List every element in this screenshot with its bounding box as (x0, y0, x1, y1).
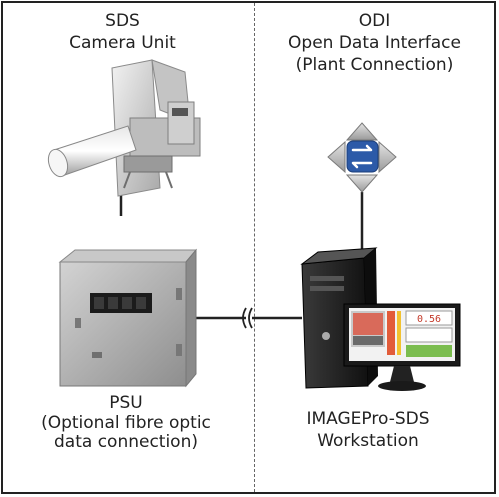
workstation-image: 0.56 (300, 247, 461, 391)
label-odi: ODI Open Data Interface (Plant Connectio… (262, 10, 487, 76)
label-workstation-line2: Workstation (317, 431, 419, 451)
label-workstation-line1: IMAGEPro-SDS (306, 409, 430, 429)
label-odi-line2: Open Data Interface (288, 33, 461, 53)
psu-enclosure-image (58, 248, 198, 388)
label-sds-camera-unit: SDS Camera Unit (20, 10, 225, 54)
label-odi-line3: (Plant Connection) (295, 55, 454, 75)
section-divider (254, 3, 255, 492)
label-psu-line3: data connection) (54, 432, 198, 452)
link-break-icon (242, 307, 253, 329)
camera-unit-image (47, 59, 201, 197)
label-sds-line1: SDS (105, 11, 140, 31)
screen-readout: 0.56 (417, 314, 441, 325)
label-odi-line1: ODI (358, 11, 391, 31)
label-workstation: IMAGEPro-SDS Workstation (268, 408, 468, 452)
label-sds-line2: Camera Unit (69, 33, 176, 53)
odi-interface-icon (327, 122, 397, 193)
label-psu: PSU (Optional fibre optic data connectio… (2, 392, 250, 452)
label-psu-line2: (Optional fibre optic (41, 413, 211, 433)
label-psu-line1: PSU (109, 393, 143, 413)
